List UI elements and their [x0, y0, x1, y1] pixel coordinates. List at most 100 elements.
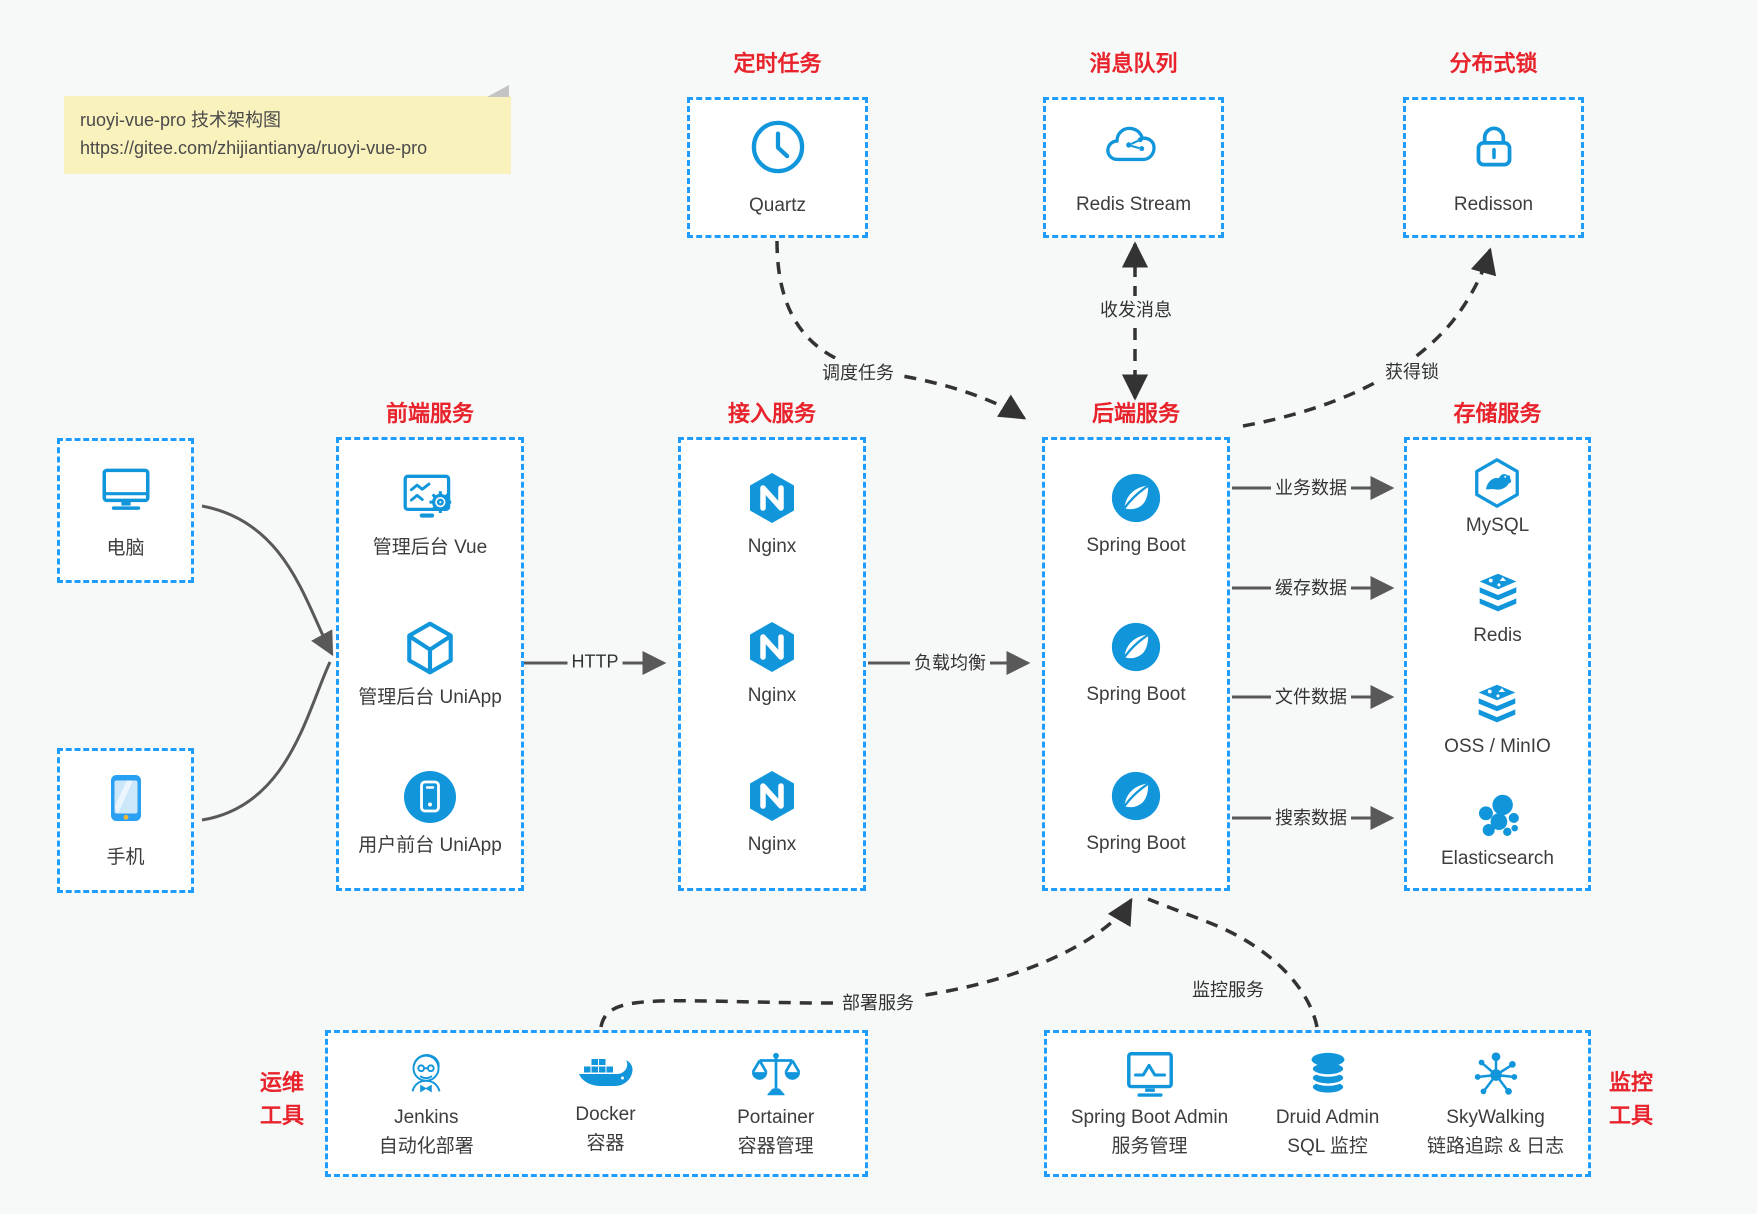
column-box-backend: Spring Boot Spring Boot Spring Boot: [1042, 437, 1230, 891]
edge-label-acquire-lock: 获得锁: [1381, 358, 1443, 384]
nginx-icon: [744, 768, 800, 824]
jenkins-label: Jenkins: [394, 1106, 459, 1128]
sticky-note: ruoyi-vue-pro 技术架构图 https://gitee.com/zh…: [64, 85, 511, 174]
elasticsearch-label: Elasticsearch: [1441, 848, 1554, 870]
node-elasticsearch: Elasticsearch: [1441, 791, 1554, 872]
column-box-frontend: 管理后台 Vue 管理后台 UniApp 用户前台 UniApp: [336, 437, 524, 891]
clock-icon: [748, 117, 808, 177]
group-title-message-queue: 消息队列: [1089, 51, 1178, 76]
node-spring-boot-admin: Spring Boot Admin 服务管理: [1071, 1048, 1228, 1159]
redis-stream-label: Redis Stream: [1075, 193, 1192, 215]
edge-label-deploy-service: 部署服务: [838, 989, 918, 1015]
monitor-tools-title-line2: 工具: [1608, 1103, 1653, 1128]
scales-icon: [749, 1048, 803, 1102]
node-spring-boot-2: Spring Boot: [1086, 620, 1186, 708]
ops-tools-title: 运维 工具: [252, 1066, 312, 1132]
node-jenkins: Jenkins 自动化部署: [379, 1048, 474, 1159]
spring-boot-icon: [1109, 620, 1163, 674]
jenkins-icon: [399, 1048, 453, 1102]
column-box-storage: MySQL Redis: [1404, 437, 1591, 891]
nginx-label: Nginx: [747, 834, 797, 856]
edge-dispatch-task: [775, 240, 1027, 420]
edge-label-http: HTTP: [567, 651, 623, 673]
node-admin-vue: 管理后台 Vue: [373, 469, 487, 561]
network-graph-icon: [1469, 1048, 1523, 1102]
group-box-distributed-lock: Redisson: [1403, 97, 1584, 238]
client-box-pc: 电脑: [57, 438, 194, 583]
node-docker: Docker 容器: [575, 1051, 636, 1156]
node-nginx-1: Nginx: [744, 470, 800, 560]
note-title: ruoyi-vue-pro 技术架构图: [80, 110, 282, 130]
elasticsearch-icon: [1472, 791, 1524, 843]
phone-label: 手机: [106, 846, 145, 868]
admin-uniapp-label: 管理后台 UniApp: [358, 687, 502, 709]
ops-tools-title-line1: 运维: [259, 1070, 304, 1095]
edge-label-cache-data: 缓存数据: [1271, 574, 1351, 600]
group-box-message-queue: Redis Stream: [1043, 97, 1224, 238]
redisson-label: Redisson: [1453, 193, 1534, 215]
druid-admin-sublabel: SQL 监控: [1287, 1135, 1368, 1157]
client-box-phone: 手机: [57, 748, 194, 893]
node-skywalking: SkyWalking 链路追踪 & 日志: [1427, 1048, 1564, 1159]
column-title-storage: 存储服务: [1453, 401, 1542, 426]
nginx-icon: [744, 619, 800, 675]
spring-boot-label: Spring Boot: [1086, 534, 1186, 556]
user-uniapp-icon: [402, 769, 458, 825]
node-spring-boot-3: Spring Boot: [1086, 769, 1186, 857]
node-admin-uniapp: 管理后台 UniApp: [358, 619, 502, 711]
portainer-label: Portainer: [737, 1106, 815, 1128]
database-icon: [1301, 1048, 1355, 1102]
column-title-backend: 后端服务: [1091, 401, 1180, 426]
quartz-label: Quartz: [748, 194, 807, 216]
nginx-label: Nginx: [747, 685, 797, 707]
group-title-scheduled-task: 定时任务: [733, 51, 822, 76]
spring-boot-admin-sublabel: 服务管理: [1111, 1135, 1188, 1157]
spring-boot-icon: [1109, 471, 1163, 525]
portainer-sublabel: 容器管理: [737, 1135, 814, 1157]
node-druid-admin: Druid Admin SQL 监控: [1275, 1048, 1380, 1159]
group-box-scheduled-task: Quartz: [687, 97, 868, 238]
mysql-icon: [1470, 456, 1524, 510]
edge-label-load-balance: 负载均衡: [910, 649, 990, 675]
column-title-frontend: 前端服务: [385, 401, 474, 426]
node-nginx-2: Nginx: [744, 619, 800, 709]
spring-boot-label: Spring Boot: [1086, 833, 1186, 855]
redis-stack-icon: [1471, 570, 1525, 620]
edge-label-search-data: 搜索数据: [1271, 804, 1351, 830]
group-title-distributed-lock: 分布式锁: [1449, 51, 1538, 76]
group-box-monitor-tools: Spring Boot Admin 服务管理 Druid Admin SQL 监…: [1044, 1030, 1591, 1177]
monitor-tools-title-line1: 监控: [1608, 1070, 1653, 1095]
monitor-chart-icon: [1122, 1048, 1178, 1102]
group-box-ops-tools: Jenkins 自动化部署 Docker 容器: [325, 1030, 868, 1177]
node-redis: Redis: [1471, 570, 1525, 649]
skywalking-sublabel: 链路追踪 & 日志: [1426, 1135, 1565, 1157]
nginx-icon: [744, 470, 800, 526]
nginx-label: Nginx: [747, 535, 797, 557]
ops-tools-title-line2: 工具: [259, 1103, 304, 1128]
pc-label: 电脑: [106, 537, 145, 559]
column-box-access: Nginx Nginx Nginx: [678, 437, 866, 891]
desktop-icon: [97, 460, 155, 518]
edge-label-send-receive-message: 收发消息: [1096, 296, 1176, 322]
redis-label: Redis: [1473, 625, 1522, 647]
monitor-tools-title: 监控 工具: [1601, 1066, 1661, 1132]
node-spring-boot-1: Spring Boot: [1086, 471, 1186, 559]
note-url: https://gitee.com/zhijiantianya/ruoyi-vu…: [80, 137, 428, 158]
mysql-label: MySQL: [1465, 514, 1530, 536]
docker-sublabel: 容器: [586, 1132, 625, 1154]
uniapp-cube-icon: [401, 619, 459, 677]
smartphone-icon: [98, 770, 154, 826]
jenkins-sublabel: 自动化部署: [378, 1135, 474, 1157]
cloud-network-icon: [1102, 117, 1166, 175]
oss-minio-label: OSS / MinIO: [1444, 735, 1551, 757]
node-nginx-3: Nginx: [744, 768, 800, 858]
note-fold-corner: [487, 85, 509, 97]
docker-label: Docker: [575, 1103, 636, 1125]
edge-phone-to-frontend: [201, 661, 332, 822]
druid-admin-label: Druid Admin: [1275, 1106, 1380, 1128]
lock-icon: [1465, 117, 1523, 175]
docker-whale-icon: [575, 1051, 635, 1099]
user-uniapp-label: 用户前台 UniApp: [358, 835, 502, 857]
edge-label-monitor-service: 监控服务: [1188, 976, 1268, 1002]
